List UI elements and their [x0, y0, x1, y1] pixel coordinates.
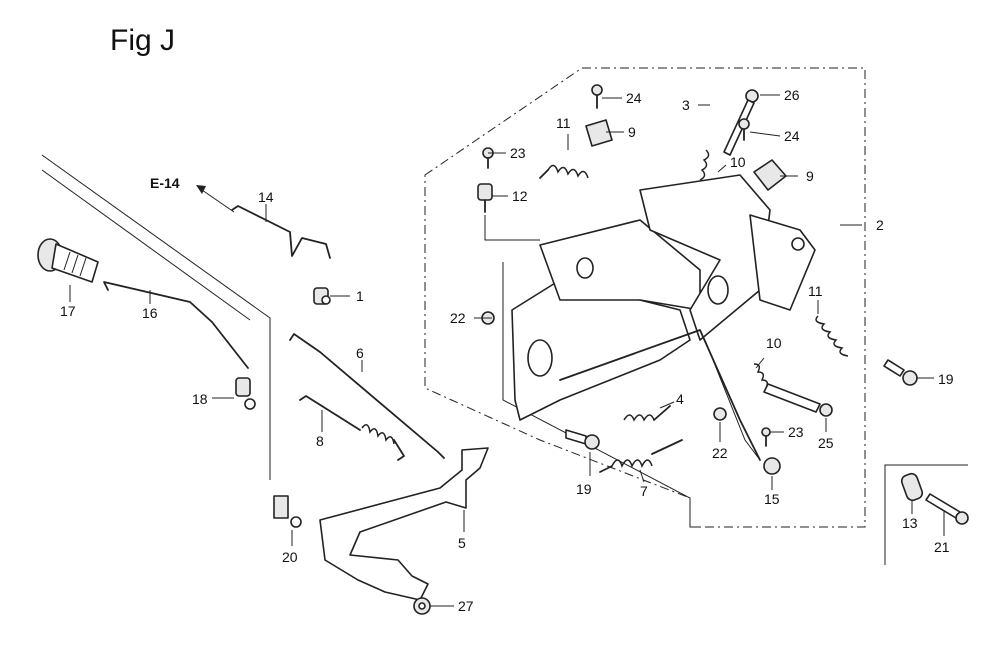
spring-part-11-top: [539, 164, 589, 179]
spring-part-4: [623, 405, 671, 422]
callout-1: 1: [356, 288, 364, 304]
callout-15: 15: [764, 491, 780, 507]
callout-2: 2: [876, 217, 884, 233]
governor-arm: [639, 174, 816, 341]
callout-16: 16: [142, 305, 158, 321]
callout-12: 12: [512, 188, 528, 204]
throttle-rod-part-6: [289, 333, 445, 459]
callout-9-right: 9: [806, 168, 814, 184]
sub-frame-solid: [502, 262, 700, 528]
collar-part-12: [477, 183, 493, 213]
callout-8: 8: [316, 433, 324, 449]
bolt-part-24-top: [591, 84, 603, 109]
bracket-rod: [559, 329, 761, 461]
screw-part-23-right: [761, 427, 771, 447]
control-rod-part-16: [103, 281, 249, 369]
callout-22-left: 22: [450, 310, 466, 326]
callout-19-right: 19: [938, 371, 954, 387]
stop-part-9-top: [585, 119, 613, 147]
control-lever-part-5: [319, 447, 489, 601]
bracket-part-20: [273, 495, 302, 528]
callout-23-right: 23: [788, 424, 804, 440]
bolt-part-19-right: [883, 359, 918, 386]
spring-part-10-right: [753, 363, 833, 417]
collar-part-15: [763, 457, 781, 475]
ref-label-e14: E-14: [150, 175, 180, 191]
spring-part-11-right: [815, 315, 849, 357]
panel-edge-line: [41, 154, 271, 480]
callout-27: 27: [458, 598, 474, 614]
callout-10-top: 10: [730, 154, 746, 170]
control-base-plate: [511, 219, 701, 421]
callout-6: 6: [356, 345, 364, 361]
spring-part-8: [299, 395, 405, 461]
spring-part-10-top: [699, 149, 710, 181]
ref-arrow-e14: [201, 189, 235, 213]
callout-24-top: 24: [626, 90, 642, 106]
screw-part-23-top: [482, 147, 494, 169]
callout-26: 26: [784, 87, 800, 103]
nut-part-27: [413, 597, 431, 615]
callout-20: 20: [282, 549, 298, 565]
spring-part-7: [599, 439, 683, 473]
link-rod-part-14: [231, 205, 331, 259]
callout-22-center: 22: [712, 445, 728, 461]
callout-3: 3: [682, 97, 690, 113]
callout-25: 25: [818, 435, 834, 451]
callout-14: 14: [258, 189, 274, 205]
clip-part-18: [235, 377, 256, 410]
callout-13: 13: [902, 515, 918, 531]
callout-5: 5: [458, 535, 466, 551]
callout-4: 4: [676, 391, 684, 407]
callout-21: 21: [934, 539, 950, 555]
callout-11-top: 11: [556, 115, 571, 131]
clip-part-1: [313, 287, 331, 305]
knob-part-17: [37, 238, 99, 283]
ref-arrowhead-e14: [196, 185, 206, 194]
collar-part-13: [900, 472, 924, 502]
side-frame: [884, 464, 968, 565]
panel-edge-line-outer: [41, 169, 251, 321]
callout-11-right: 11: [808, 283, 823, 299]
bolt-part-21: [925, 493, 969, 525]
leader-lines: [69, 94, 945, 607]
callout-24-right: 24: [784, 128, 800, 144]
callout-7: 7: [640, 483, 648, 499]
callout-17: 17: [60, 303, 76, 319]
nut-part-22-center: [713, 407, 727, 421]
bolt-part-19-left: [565, 429, 600, 450]
bolt-part-26: [723, 89, 759, 156]
callout-9-top: 9: [628, 124, 636, 140]
figure-title: Fig J: [110, 24, 176, 57]
washer-part-24-right: [738, 118, 750, 141]
stop-part-9-right: [753, 159, 787, 191]
callout-18: 18: [192, 391, 208, 407]
callout-19-left: 19: [576, 481, 592, 497]
callout-10-right: 10: [766, 335, 782, 351]
callout-23-top: 23: [510, 145, 526, 161]
